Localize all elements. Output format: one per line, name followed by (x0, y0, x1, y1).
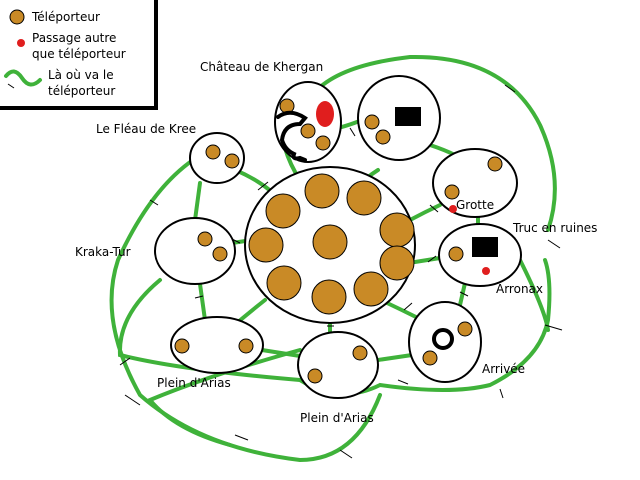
teleporter (174, 338, 190, 354)
room-arrivee (408, 301, 482, 383)
legend-path-tick (7, 83, 15, 89)
teleporter (307, 368, 323, 384)
label-plein-bottom: Plein d'Arias (300, 411, 374, 425)
legend-box (0, 0, 156, 106)
teleporter (248, 227, 284, 263)
teleporter (422, 350, 438, 366)
black-ring (432, 328, 454, 350)
path-loop-fleau-left (109, 158, 382, 463)
path-arronax-arrivee (458, 281, 467, 307)
label-arronax: Arronax (496, 282, 543, 296)
legend-passage-icon (17, 39, 25, 47)
tick (427, 255, 437, 263)
tick (119, 357, 131, 366)
teleporter (304, 173, 340, 209)
legend-teleporter: Téléporteur (31, 10, 100, 24)
room-plein-left (170, 316, 264, 374)
tick (397, 379, 409, 385)
teleporter (352, 345, 368, 361)
path-loop-top (313, 54, 557, 232)
tick (339, 449, 353, 459)
teleporter (312, 224, 348, 260)
path-center-plein-left (236, 298, 267, 324)
teleporters (174, 98, 503, 384)
teleporter (346, 180, 382, 216)
teleporter (448, 246, 464, 262)
tick (459, 291, 469, 297)
legend-passage-line2: que téléporteur (32, 47, 126, 61)
legend-passage-line1: Passage autre (32, 31, 116, 45)
passage-red-large (316, 101, 334, 127)
teleporter (375, 129, 391, 145)
tick (194, 295, 204, 299)
path-fleau-kraka (193, 181, 202, 222)
teleporter (212, 246, 228, 262)
room-kraka (154, 217, 236, 285)
place-labels: Château de Khergan Le Fléau de Kree Krak… (75, 60, 597, 425)
legend-teleporter-icon (9, 9, 25, 25)
path-direction-ticks (119, 84, 563, 459)
teleporter (205, 144, 221, 160)
tick (124, 394, 141, 406)
teleporter (197, 231, 213, 247)
teleporter (353, 271, 389, 307)
path-center-fleau (233, 168, 274, 194)
teleporter (300, 123, 316, 139)
path-center-grotte (408, 203, 442, 222)
teleporter (311, 279, 347, 315)
label-grotte: Grotte (456, 198, 494, 212)
tick (547, 239, 561, 249)
path-topright-grotte (428, 143, 457, 157)
teleporter (315, 135, 331, 151)
legend-path-icon (4, 69, 42, 87)
teleporter (457, 321, 473, 337)
path-center-arronax (413, 256, 442, 264)
path-kraka-plein (198, 282, 207, 322)
teleporter (487, 156, 503, 172)
label-kraka: Kraka-Tur (75, 245, 131, 259)
tick (544, 324, 563, 331)
teleporter (364, 114, 380, 130)
teleporter (266, 265, 302, 301)
teleporter (444, 184, 460, 200)
teleporter (379, 212, 415, 248)
black-scribble (276, 110, 308, 162)
path-loop-inner-left (146, 348, 302, 447)
tick (504, 84, 516, 93)
teleporter (379, 245, 415, 281)
tick (149, 199, 159, 206)
legend-destination-line1: Là où va le (48, 68, 114, 82)
passage-red-dot (449, 205, 457, 213)
teleporter (265, 193, 301, 229)
tick (403, 302, 413, 311)
passages (276, 101, 498, 350)
legend-destination-line2: téléporteur (48, 84, 115, 98)
black-square (472, 237, 498, 257)
path-plein-plein (260, 348, 302, 358)
black-square (395, 107, 421, 126)
passage-red-dot (482, 267, 490, 275)
legend: Téléporteur Passage autre que téléporteu… (0, 0, 158, 110)
teleporter (224, 153, 240, 169)
teleporter (238, 338, 254, 354)
label-chateau: Château de Khergan (200, 60, 323, 74)
label-fleau: Le Fléau de Kree (96, 122, 196, 136)
tick (234, 434, 249, 441)
tick (257, 181, 269, 191)
tick (349, 127, 356, 137)
label-truc: Truc en ruines (512, 221, 597, 235)
tick (499, 388, 504, 399)
legend-border (0, 0, 158, 110)
path-center-arrivee (383, 300, 420, 320)
label-arrivee: Arrivée (482, 362, 525, 376)
room-plein-bottom (297, 331, 379, 399)
path-bottom-arrivee (376, 353, 414, 362)
tick (429, 204, 439, 213)
label-plein-left: Plein d'Arias (157, 376, 231, 390)
